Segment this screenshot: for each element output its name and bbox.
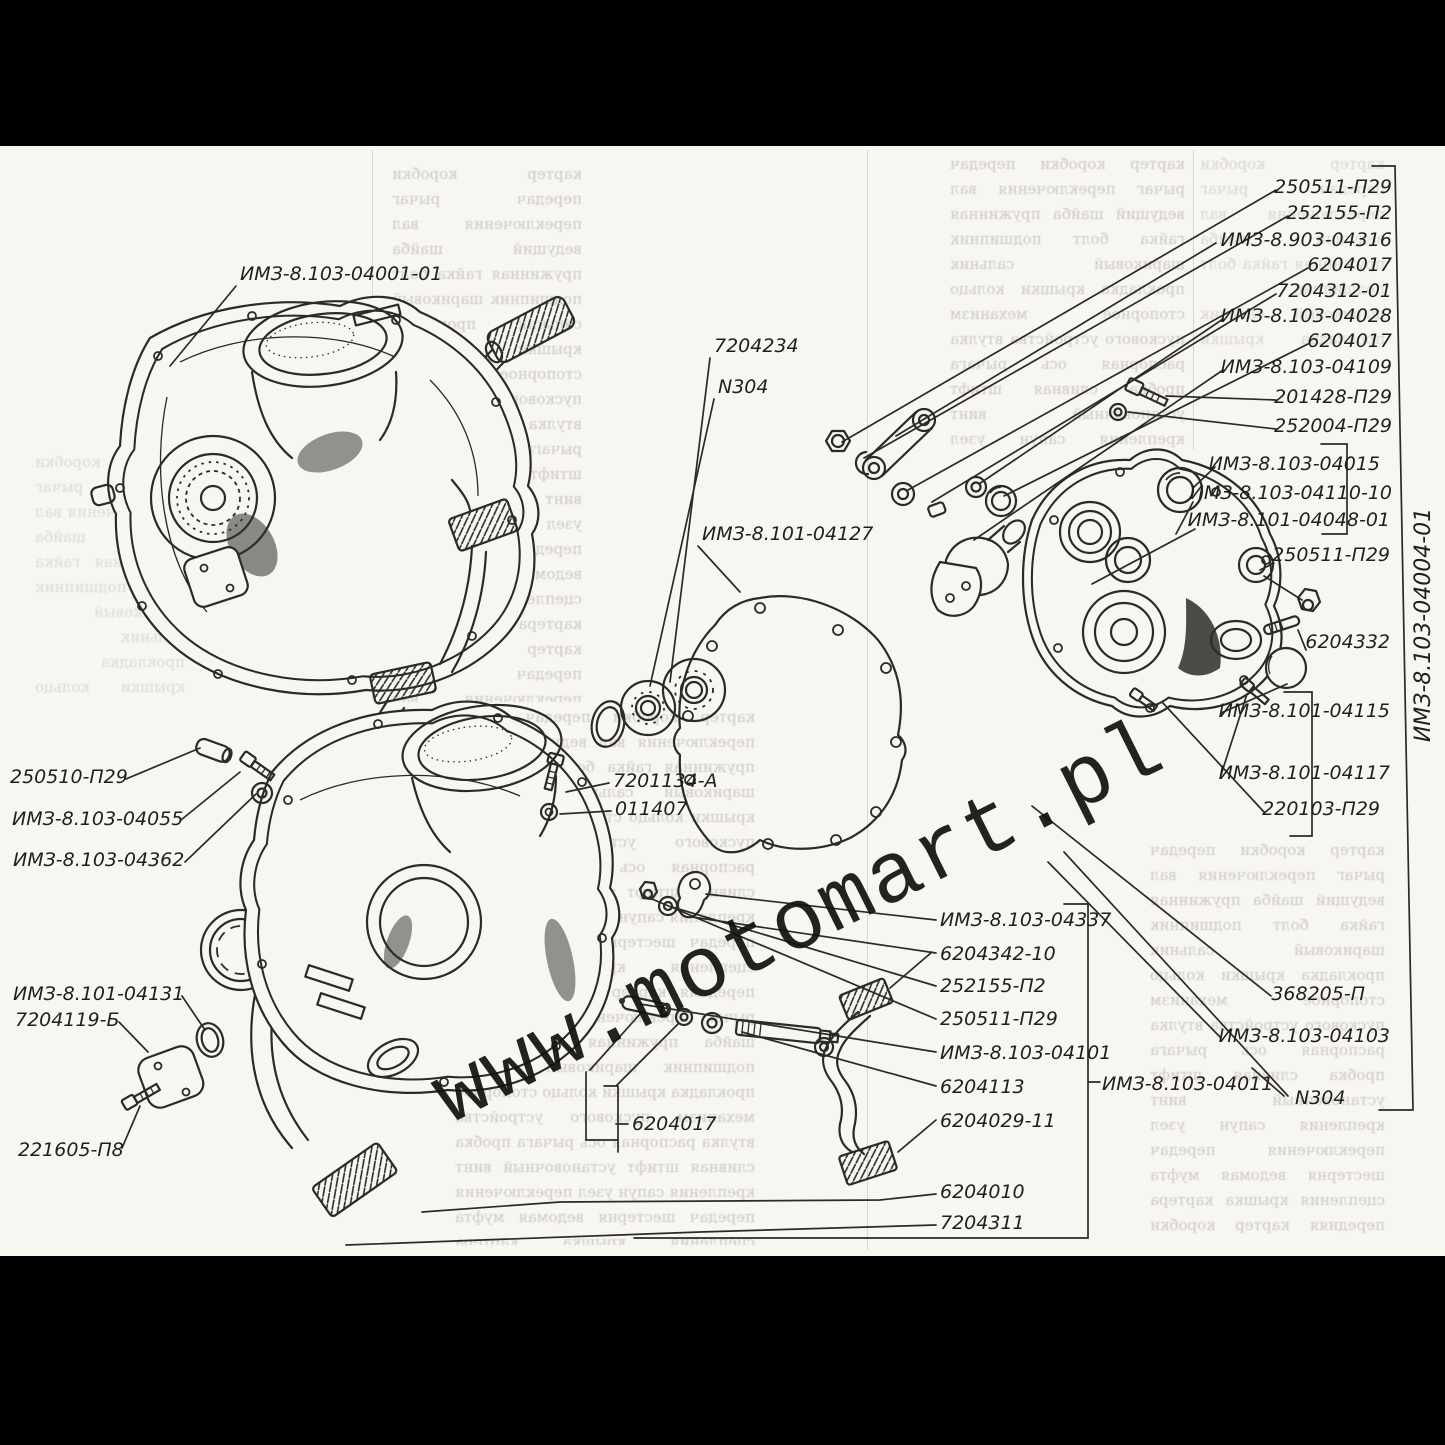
part-label: 7204311	[940, 1212, 1025, 1234]
part-label: ИМЗ-8.101-04117	[1219, 762, 1390, 784]
part-label: N304	[1295, 1087, 1345, 1109]
bearings-and-gasket	[590, 595, 907, 854]
flange-holes	[257, 713, 607, 1087]
part-label: ИМЗ-8.103-04011	[1102, 1073, 1273, 1095]
part-label: 201428-П29	[1274, 386, 1392, 408]
part-label: 6204017	[1307, 330, 1392, 352]
part-label: 6204342-10	[940, 943, 1056, 965]
part-label: 6204029-11	[940, 1110, 1056, 1132]
part-label: 250511-П29	[940, 1008, 1058, 1030]
part-label: 7204312-01	[1276, 280, 1392, 302]
part-label-assembly: ИМЗ-8.103-04001-01	[240, 263, 442, 285]
part-label: ИМЗ-8.103-04109	[1221, 356, 1392, 378]
part-label: 6204332	[1305, 631, 1390, 653]
gearbox-housing-drawing	[199, 700, 621, 1094]
part-label: 011407	[615, 798, 688, 820]
part-label: N304	[718, 376, 768, 398]
part-label: 221605-П8	[18, 1139, 124, 1161]
part-label: 252004-П29	[1274, 415, 1392, 437]
bleed-table-rule	[1193, 150, 1194, 450]
part-label: 252155-П2	[1286, 202, 1392, 224]
part-labels: ИМЗ-8.103-04001-01 7204234 N304 ИМЗ-8.10…	[10, 176, 1436, 1234]
part-label: 7204119-Б	[15, 1009, 120, 1031]
part-label: ИМЗ-8.101-04131	[13, 983, 184, 1005]
gearbox-assembly-drawing	[90, 295, 576, 705]
part-label: 7201134-А	[613, 770, 717, 792]
part-label: ИМЗ-8.101-04115	[1219, 700, 1390, 722]
part-label: 250511-П29	[1272, 544, 1390, 566]
part-label: ИМЗ-8.101-04048-01	[1188, 509, 1390, 531]
part-label: 7204234	[714, 335, 799, 357]
part-label: ИМЗ-8.101-04127	[702, 523, 873, 545]
shift-mechanism-small-parts	[824, 377, 1169, 617]
part-label: 220103-П29	[1262, 798, 1380, 820]
part-label: ИМЗ-8.103-04101	[940, 1042, 1111, 1064]
part-label: ИМЗ-8.103-04028	[1221, 305, 1392, 327]
figure-side-label: ИМЗ-8.103-04004-01	[1411, 508, 1436, 742]
leader-lines	[118, 165, 1414, 1246]
part-label: ИМЗ-8.103-04362	[13, 849, 184, 871]
gasket-holes	[682, 602, 902, 850]
part-label: ИМЗ-8.103-04055	[12, 808, 183, 830]
part-label: 250511-П29	[1274, 176, 1392, 198]
bleed-table-rule	[867, 150, 868, 1250]
left-small-parts	[120, 737, 276, 1111]
part-label: 6204010	[940, 1181, 1025, 1203]
part-label: 368205-П	[1271, 983, 1365, 1005]
neck-bolt	[543, 751, 565, 792]
part-label: 250510-П29	[10, 766, 128, 788]
part-label: ИМЗ-8.103-04015	[1209, 453, 1380, 475]
part-label: 6204113	[940, 1076, 1025, 1098]
part-label: ИМЗ-8.903-04316	[1221, 229, 1392, 251]
part-label: 6204017	[1307, 254, 1392, 276]
part-label: 252155-П2	[940, 975, 1046, 997]
part-label: ИМЗ-8.103-04110-10	[1190, 482, 1392, 504]
part-label: ИМЗ-8.103-04337	[940, 909, 1111, 931]
gearshift-parts	[619, 870, 898, 1186]
part-label: 6204017	[632, 1113, 717, 1135]
side-cover-drawing	[1021, 448, 1322, 718]
part-label: ИМЗ-8.103-04103	[1219, 1025, 1390, 1047]
